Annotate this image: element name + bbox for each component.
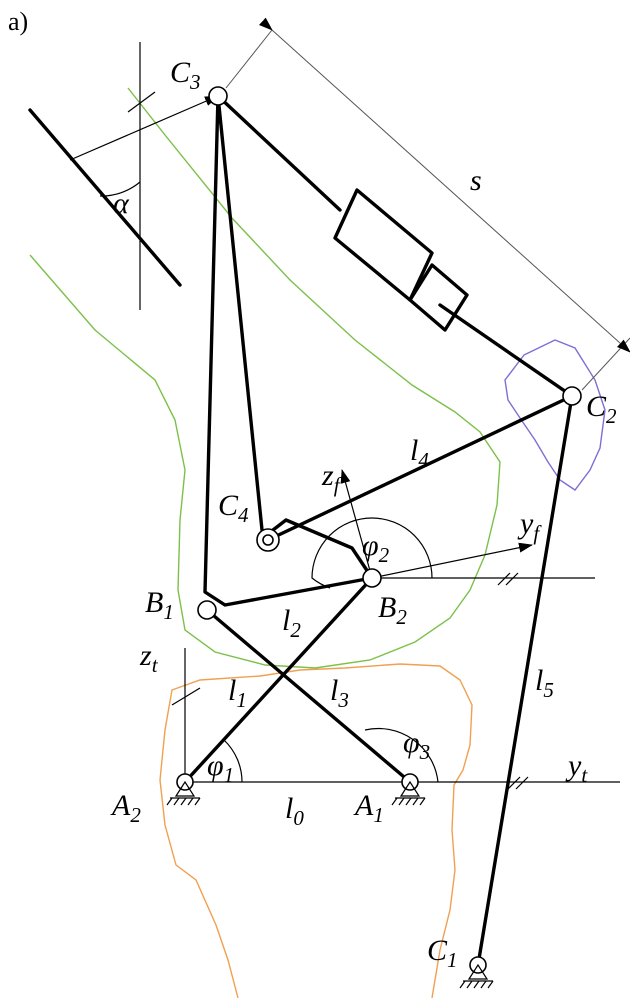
- svg-text:φ2: φ2: [362, 529, 390, 567]
- label-l0: l0: [285, 792, 304, 830]
- svg-text:B2: B2: [378, 591, 407, 629]
- alpha-arc: [99, 181, 141, 197]
- svg-text:zt: zt: [139, 639, 159, 677]
- actuator-cylinder: [333, 188, 434, 302]
- zt-axis-tick: [171, 687, 201, 706]
- svg-text:C2: C2: [586, 390, 617, 428]
- label-c2: C2: [586, 390, 617, 428]
- yt-axis-break-2: [515, 776, 529, 790]
- yf-axis-break-1: [497, 572, 511, 586]
- label-zt: zt: [139, 639, 159, 677]
- zf-frame-axis: [340, 469, 373, 579]
- orange-contour: [159, 663, 473, 998]
- svg-text:l0: l0: [285, 792, 304, 830]
- label-c3: C3: [170, 56, 201, 94]
- coupler-body: [203, 94, 374, 607]
- label-l1: l1: [228, 674, 247, 712]
- green-contour: [29, 87, 501, 669]
- phi3-arc: [364, 727, 439, 783]
- svg-text:s: s: [470, 164, 482, 197]
- svg-text:φ1: φ1: [207, 749, 234, 787]
- actuator-rod-lower: [438, 303, 574, 398]
- yt-axis-break-1: [507, 776, 521, 790]
- link-l4: [266, 394, 574, 542]
- label-b2: B2: [378, 591, 407, 629]
- svg-text:l3: l3: [330, 674, 349, 712]
- label-c4: C4: [218, 489, 249, 527]
- svg-text:yt: yt: [565, 749, 588, 787]
- label-alpha: α: [113, 187, 130, 220]
- joint-c2: [562, 386, 582, 406]
- label-l3: l3: [330, 674, 349, 712]
- svg-text:l2: l2: [282, 604, 301, 642]
- ground-line-slanted: [28, 108, 182, 287]
- link-l3: [205, 608, 412, 784]
- svg-text:C4: C4: [218, 489, 249, 527]
- svg-text:B1: B1: [145, 586, 174, 624]
- svg-text:l1: l1: [228, 674, 247, 712]
- link-l5: [476, 394, 574, 967]
- support-a2: [166, 773, 201, 806]
- yf-frame-axis: [371, 542, 533, 579]
- support-a1: [391, 773, 426, 806]
- link-l1: [183, 576, 374, 784]
- label-c1: C1: [427, 934, 458, 972]
- label-yf: yf: [517, 507, 542, 545]
- label-l5: l5: [535, 664, 554, 702]
- ground-normal: [69, 95, 219, 161]
- label-yt: yt: [565, 749, 588, 787]
- actuator-rod-upper: [216, 94, 342, 212]
- label-phi2: φ2: [362, 529, 390, 567]
- svg-text:yf: yf: [517, 507, 542, 545]
- joint-c4-inner: [262, 534, 274, 546]
- label-l2: l2: [282, 604, 301, 642]
- svg-text:zf: zf: [321, 459, 343, 497]
- label-a1: A1: [353, 789, 384, 827]
- svg-text:l5: l5: [535, 664, 554, 702]
- label-a2: A2: [110, 789, 141, 827]
- phi1-arc: [223, 739, 243, 783]
- joint-c3: [208, 86, 228, 106]
- svg-text:α: α: [113, 187, 130, 220]
- svg-text:A2: A2: [110, 789, 141, 827]
- svg-text:l4: l4: [410, 434, 429, 472]
- actuator-piston: [408, 263, 469, 332]
- s-extension-top: [225, 29, 273, 89]
- label-phi3: φ3: [403, 726, 430, 764]
- svg-text:φ3: φ3: [403, 726, 430, 764]
- label-zf: zf: [321, 459, 343, 497]
- label-phi1: φ1: [207, 749, 234, 787]
- phi2-arc: [311, 517, 433, 589]
- svg-text:C1: C1: [427, 934, 458, 972]
- joint-b1: [197, 600, 217, 620]
- purple-contour: [504, 339, 606, 491]
- svg-text:A1: A1: [353, 789, 384, 827]
- panel-label: a): [8, 7, 28, 36]
- label-l4: l4: [410, 434, 429, 472]
- label-s: s: [470, 164, 482, 197]
- support-c1: [459, 956, 494, 989]
- svg-text:C3: C3: [170, 56, 201, 94]
- s-dimension-line: [258, 17, 630, 353]
- vertical-reference-tick: [127, 91, 156, 113]
- yf-axis-break-2: [505, 572, 519, 586]
- joint-b2: [362, 568, 382, 588]
- label-b1: B1: [145, 586, 174, 624]
